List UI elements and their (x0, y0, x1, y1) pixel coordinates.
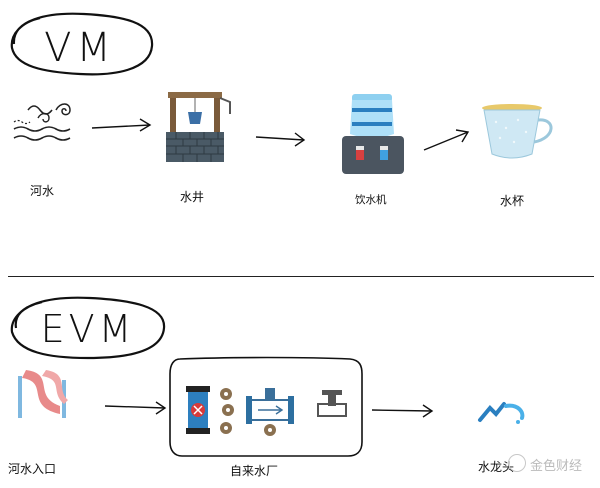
stage-label-plant: 自来水厂 (230, 464, 279, 478)
stage-label-cup: 水杯 (500, 194, 525, 208)
faucet-splash-icon (478, 402, 525, 424)
arrow-dispenser-to-cup (423, 129, 470, 151)
arrow-river-to-well (91, 118, 152, 132)
pump-unit-icon (246, 388, 294, 436)
stage-label-inlet: 河水入口 (8, 462, 57, 476)
water-cup-icon (482, 104, 553, 159)
valve-icon (317, 390, 347, 417)
watermark-logo-icon (508, 454, 526, 472)
arrow-plant-to-tap (371, 404, 434, 418)
vm-title: VM (44, 25, 116, 71)
stage-label-dispenser: 饮水机 (355, 194, 387, 206)
section-divider (8, 276, 594, 277)
water-slide-icon (18, 370, 68, 418)
water-dispenser-icon (342, 94, 404, 174)
watermark-text: 金色财经 (530, 459, 583, 474)
stage-label-well: 水井 (180, 190, 205, 204)
stage-label-tap: 水龙头 (478, 460, 515, 474)
arrow-well-to-dispenser (255, 132, 306, 147)
vm-title-circle: VM (10, 12, 154, 76)
evm-title: EVM (41, 307, 136, 351)
stage-label-river: 河水 (30, 184, 55, 198)
arrow-inlet-to-plant (104, 401, 167, 415)
water-plant-box (169, 356, 363, 457)
filter-unit-icon (186, 386, 234, 434)
river-waves-icon (13, 103, 71, 141)
water-well-icon (166, 92, 231, 162)
evm-title-circle: EVM (10, 296, 166, 360)
